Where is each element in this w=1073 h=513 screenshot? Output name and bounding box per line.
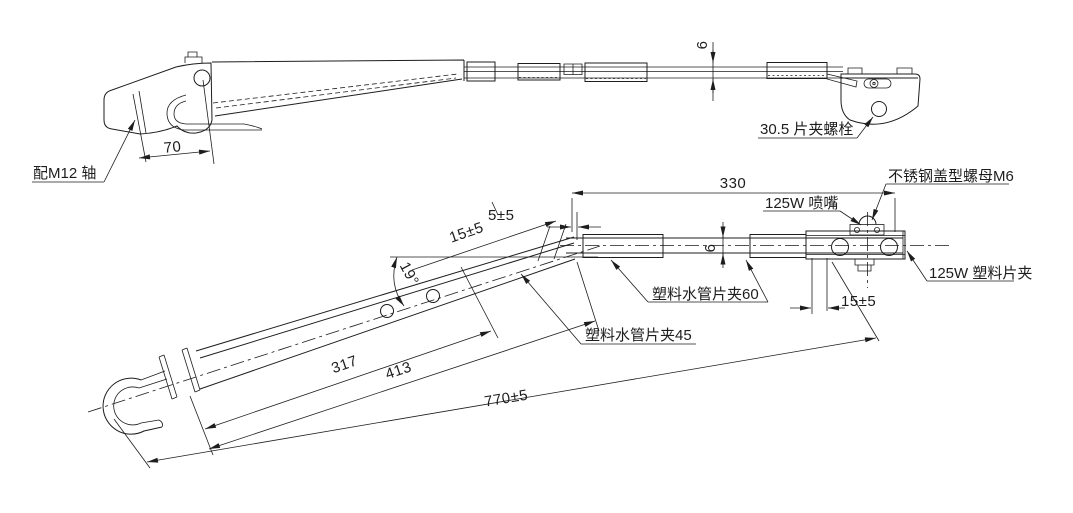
- rod-edges: [566, 237, 903, 254]
- pivot-hole: [193, 69, 211, 87]
- dim-line: [138, 149, 211, 160]
- cap-nut-label-text: 不锈钢盖型螺母M6: [888, 168, 1014, 185]
- side-view: 70 6 配M12 轴 30.5 片夹螺栓: [32, 41, 921, 183]
- arm-head-edge: [138, 90, 147, 134]
- arm-body-edges: [211, 59, 465, 117]
- dim-330: 330: [571, 175, 896, 232]
- plan-view: 330 5±5 15±5 6 15±5: [87, 168, 1032, 469]
- leader: [906, 250, 928, 282]
- clip-bolt-label-text: 30.5 片夹螺栓: [760, 121, 853, 138]
- pipe-clip-45-label-text: 塑料水管片夹45: [585, 327, 692, 344]
- collar-bands: [158, 347, 201, 400]
- dim-line: [204, 330, 492, 430]
- rod-link: [563, 63, 583, 75]
- leader: [745, 259, 769, 303]
- clip-nut: [854, 258, 875, 272]
- rod-clips: [466, 61, 828, 82]
- extension-lines: [571, 198, 896, 232]
- arm-head-outline: [103, 62, 213, 135]
- rod-clip: [517, 63, 561, 81]
- end-cap-outline: [840, 73, 921, 125]
- rod-hose-dotted: [519, 75, 826, 79]
- dim-15-lower-text: 15±5: [841, 293, 876, 310]
- nozzle-hole: [874, 226, 881, 233]
- label-clip-bolt: 30.5 片夹螺栓: [758, 116, 874, 139]
- length-extension-lines: [113, 261, 880, 469]
- nozzle-label-text: 125W 喷嘴: [765, 195, 838, 212]
- dim-770: 770±5: [146, 337, 877, 463]
- clip-inner-lines: [806, 231, 905, 259]
- dim-line: [208, 320, 596, 450]
- end-cap-details: [863, 78, 892, 117]
- dim-line: [146, 337, 877, 463]
- clip-hole: [880, 238, 898, 256]
- dim-413-text: 413: [383, 358, 414, 383]
- hook-outer: [102, 377, 163, 435]
- arm-spring-hidden: [212, 73, 459, 109]
- label-shaft: 配M12 轴: [32, 119, 136, 183]
- dim-15-upper-text: 15±5: [447, 219, 486, 247]
- dim-770-text: 770±5: [483, 387, 529, 411]
- label-cap-nut: 不锈钢盖型螺母M6: [871, 168, 1014, 221]
- dim-330-text: 330: [720, 175, 747, 192]
- extension-lines: [811, 258, 828, 314]
- dim-line: [411, 220, 557, 271]
- nozzle-hole: [854, 226, 861, 233]
- dim-6-side: 6: [694, 41, 716, 101]
- dim-6-plan-text: 6: [702, 244, 719, 253]
- clip-bolt-hole: [871, 101, 887, 117]
- leader: [520, 273, 582, 345]
- leader: [103, 119, 136, 183]
- hook-prongs: [138, 370, 168, 389]
- pivot-cap: [184, 51, 203, 63]
- dim-317-text: 317: [329, 352, 360, 377]
- blade-adapter-tip: [826, 73, 858, 88]
- rod-clip: [766, 62, 828, 79]
- leader: [610, 259, 649, 303]
- dim-5: 5±5: [488, 207, 601, 240]
- spring-hook: [166, 94, 263, 131]
- leader: [839, 210, 862, 226]
- dim-317: 317: [204, 330, 492, 430]
- hook-inner: [113, 386, 163, 428]
- clip-hole: [831, 238, 849, 256]
- dim-15-lower: 15±5: [790, 258, 876, 314]
- leader: [856, 116, 874, 139]
- rod-lines: [464, 66, 843, 79]
- end-cap-tabs: [847, 67, 913, 74]
- label-nozzle: 125W 喷嘴: [763, 195, 862, 226]
- arm-hole: [426, 289, 440, 303]
- label-pipe-clip-60: 塑料水管片夹60: [610, 259, 769, 303]
- label-blade-clip: 125W 塑料片夹: [906, 250, 1032, 282]
- leader: [871, 183, 887, 221]
- slot-ring: [869, 79, 879, 88]
- blade-clip-label-text: 125W 塑料片夹: [929, 265, 1032, 282]
- blade-clip-assembly: [805, 215, 906, 272]
- arm-hole: [380, 304, 394, 318]
- junction-crimp: [537, 223, 567, 262]
- label-pipe-clip-45: 塑料水管片夹45: [520, 273, 696, 345]
- dim-angle-19: 19°: [390, 256, 598, 307]
- slot: [863, 78, 892, 89]
- stray-tick: [491, 201, 499, 216]
- pipe-clip-60-label-text: 塑料水管片夹60: [652, 286, 759, 303]
- dim-6-plan: 6: [702, 222, 726, 268]
- nozzle-bracket: [849, 224, 885, 236]
- angle-arc: [391, 256, 405, 307]
- pipe-clip-60-a: [582, 234, 664, 258]
- rod-clip: [466, 61, 496, 82]
- rod-clip: [584, 62, 648, 82]
- dim-6-text: 6: [694, 41, 711, 50]
- dim-413: 413: [208, 320, 596, 450]
- shaft-label-text: 配M12 轴: [33, 165, 96, 182]
- dim-70-text: 70: [163, 138, 182, 157]
- slot-pin: [872, 81, 876, 86]
- dim-70: 70: [132, 79, 215, 165]
- dim-5-text: 5±5: [488, 207, 514, 224]
- dim-15-upper: 15±5: [411, 219, 557, 271]
